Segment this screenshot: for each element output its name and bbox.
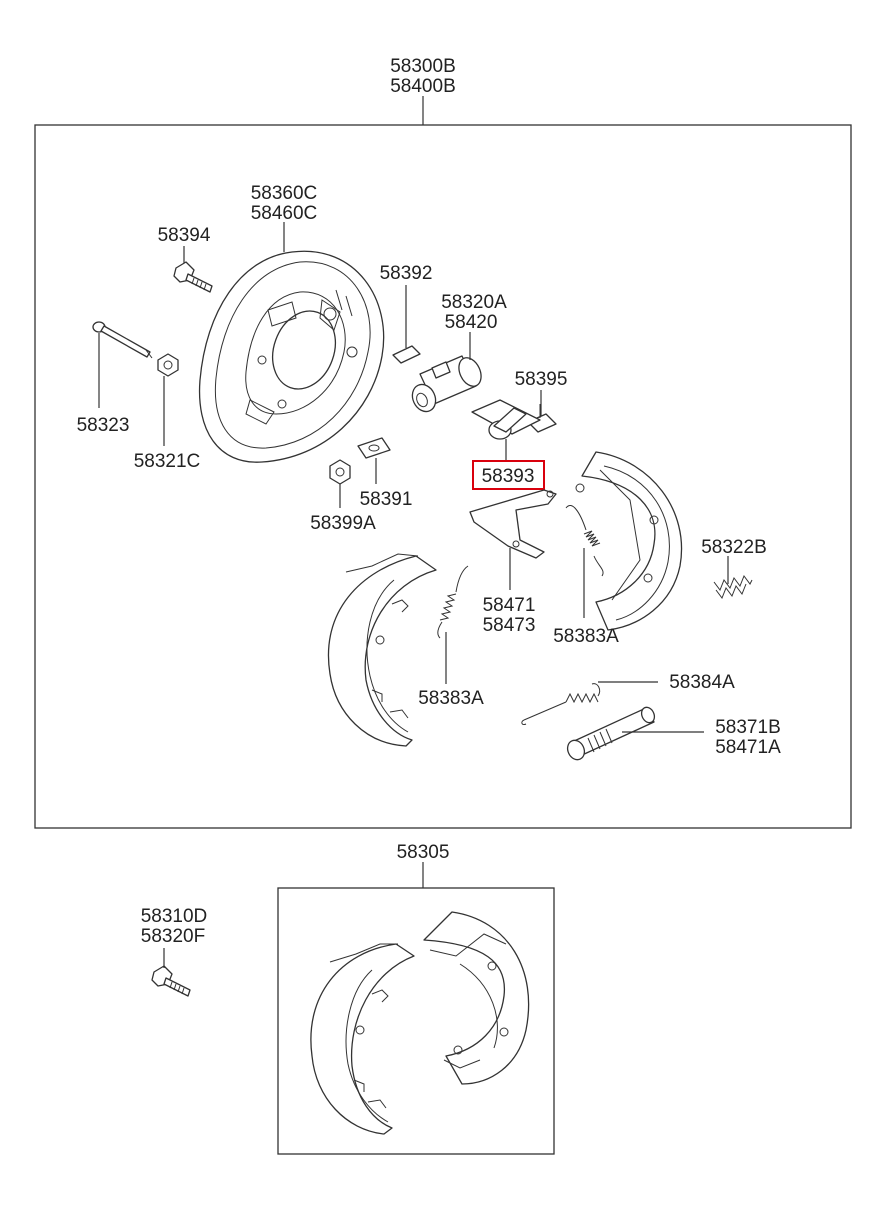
- part-58395: [527, 404, 557, 433]
- bolt-58310d: [151, 965, 191, 997]
- bolt-58310d-label-1: 58310D: [141, 906, 208, 927]
- backing-plate-label-2: 58460C: [251, 203, 318, 224]
- shoe-kit-frame: [277, 887, 555, 1155]
- main-assembly-frame: [34, 124, 852, 829]
- backing-plate: [198, 250, 385, 463]
- nut-58321c-label: 58321C: [134, 451, 201, 472]
- part-58393-highlight: [472, 460, 545, 490]
- spring-58384a: [521, 683, 601, 725]
- part-58399a: [329, 459, 351, 485]
- lever-58471: [469, 489, 557, 559]
- nut-58321c: [157, 353, 179, 377]
- spring-58384a-label: 58384A: [669, 672, 735, 693]
- backing-plate-label-1: 58360C: [251, 183, 318, 204]
- part-58393: [471, 399, 541, 440]
- spring-58322b-label: 58322B: [701, 537, 767, 558]
- bolt-58310d-label-2: 58320F: [141, 926, 205, 947]
- bolt-58394: [173, 261, 213, 293]
- lever-label-1: 58471: [483, 595, 536, 616]
- spring-left-label: 58383A: [418, 688, 484, 709]
- adjuster-label-1: 58371B: [715, 717, 781, 738]
- kit-shoe-right: [423, 911, 530, 1085]
- part-58395-label: 58395: [515, 369, 568, 390]
- plate-58392-label: 58392: [380, 263, 433, 284]
- wheel-cylinder-label-1: 58320A: [441, 292, 507, 313]
- part-58391: [357, 437, 391, 459]
- pin-58323-label: 58323: [77, 415, 130, 436]
- part-58391-label: 58391: [360, 489, 413, 510]
- plate-58392: [392, 345, 421, 364]
- adjuster-label-2: 58471A: [715, 737, 781, 758]
- lever-label-2: 58473: [483, 615, 536, 636]
- spring-right-label: 58383A: [553, 626, 619, 647]
- main-assembly-label-1: 58300B: [390, 56, 456, 77]
- shoe-kit-label: 58305: [397, 842, 450, 863]
- spring-58383a-right: [565, 505, 604, 577]
- part-58393-label: 58393: [482, 466, 535, 487]
- spring-58322b: [713, 574, 753, 600]
- bolt-58394-label: 58394: [158, 225, 211, 246]
- kit-shoe-left: [310, 943, 415, 1135]
- main-assembly-label-2: 58400B: [390, 76, 456, 97]
- adjuster-58371b: [566, 706, 656, 761]
- brake-shoe-right: [575, 451, 683, 631]
- wheel-cylinder: [411, 355, 482, 413]
- brake-shoe-left: [327, 553, 437, 747]
- part-58399a-label: 58399A: [310, 513, 376, 534]
- pin-58323: [92, 321, 153, 359]
- wheel-cylinder-label-2: 58420: [445, 312, 498, 333]
- spring-58383a-left: [437, 565, 469, 639]
